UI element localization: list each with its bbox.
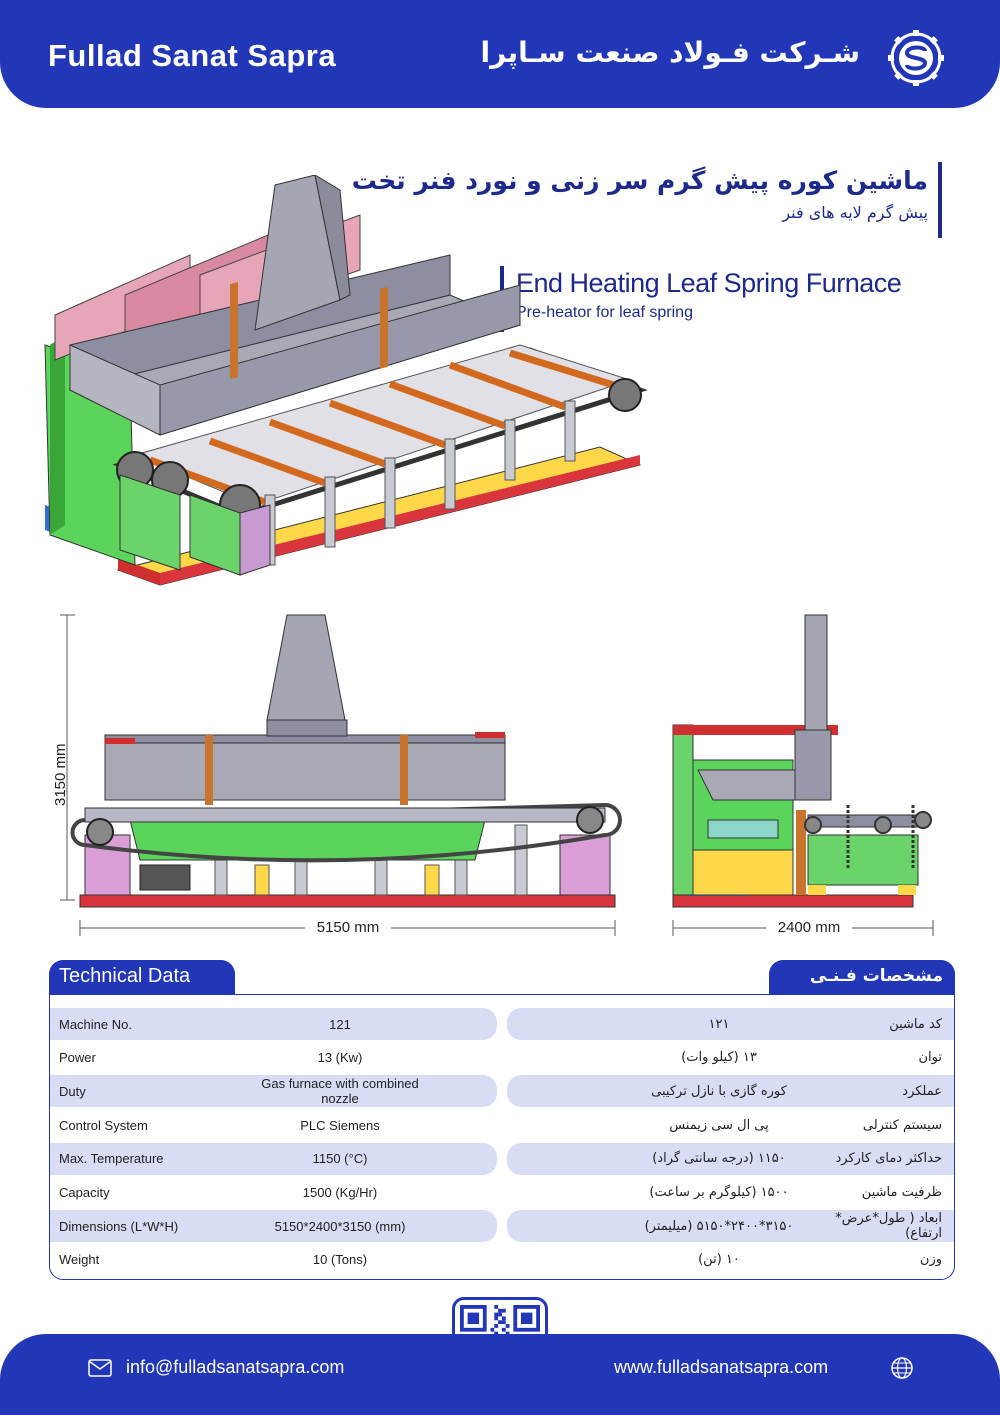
spec-label-fa: ابعاد ( طول*عرض* ارتفاع)	[835, 1211, 942, 1242]
spec-value-en: Gas furnace with combined nozzle	[261, 1076, 419, 1107]
spec-row-en: Duty Gas furnace with combined nozzle	[50, 1075, 497, 1108]
spec-row-fa: حداکثر دمای کارکرد ۱۱۵۰ (درجه سانتی گراد)	[507, 1142, 954, 1175]
side-view-drawing	[672, 614, 934, 936]
footer-email-link[interactable]: info@fulladsanatsapra.com	[126, 1357, 345, 1377]
spec-label-en: Dimensions (L*W*H)	[59, 1218, 179, 1234]
spec-row-fa: عملکرد کوره گازی با نازل ترکیبی	[507, 1075, 954, 1108]
spec-label-fa: توان	[918, 1050, 943, 1066]
title-block-fa: ماشین کوره پیش گرم سر زنی و نورد فنر تخت…	[342, 162, 942, 238]
spec-label-en: Machine No.	[59, 1016, 132, 1032]
width-dimension-label: 2400 mm	[766, 919, 852, 936]
spec-row-en: Weight 10 (Tons)	[50, 1244, 497, 1276]
gear-s-logo-icon	[888, 30, 944, 86]
spec-row-fa: ظرفیت ماشین ۱۵۰۰ (کیلوگرم بر ساعت)	[507, 1177, 954, 1209]
spec-row-fa: توان ۱۳ (کیلو وات)	[507, 1042, 954, 1074]
mail-icon	[88, 1359, 112, 1377]
spec-value-en: 1500 (Kg/Hr)	[302, 1185, 378, 1200]
spec-row-fa: ابعاد ( طول*عرض* ارتفاع) ۳۱۵۰*۲۴۰۰*۵۱۵۰ (…	[507, 1210, 954, 1243]
spec-value-en: 13 (Kw)	[317, 1050, 363, 1066]
spec-value-en: 10 (Tons)	[312, 1252, 368, 1268]
svg-text:3150 mm: 3150 mm	[52, 743, 69, 806]
spec-row-en: Power 13 (Kw)	[50, 1042, 497, 1074]
page-subtitle-en: Pre-heator for leaf spring	[516, 304, 693, 321]
title-block-en: End Heating Leaf Spring Furnace Pre-heat…	[500, 266, 950, 332]
spec-value-en: 5150*2400*3150 (mm)	[274, 1218, 406, 1234]
spec-value-en: PLC Siemens	[300, 1117, 380, 1133]
header-banner	[0, 0, 1000, 108]
spec-value-en: 1150 (°C)	[312, 1151, 368, 1167]
spec-label-en: Control System	[59, 1117, 148, 1133]
specs-table	[49, 994, 955, 1280]
spec-row-fa: سیستم کنترلی پی ال سی زیمنس	[507, 1109, 954, 1141]
spec-label-fa: عملکرد	[902, 1083, 942, 1099]
spec-value-fa: ۱۵۰۰ (کیلوگرم بر ساعت)	[649, 1185, 789, 1200]
isometric-machine-drawing	[44, 175, 648, 586]
spec-label-en: Capacity	[59, 1185, 110, 1200]
spec-label-fa: حداکثر دمای کارکرد	[835, 1151, 943, 1167]
spec-value-fa: ۱۳ (کیلو وات)	[681, 1050, 757, 1066]
footer-website-link[interactable]: www.fulladsanatsapra.com	[614, 1357, 829, 1377]
spec-label-fa: سیستم کنترلی	[862, 1117, 942, 1133]
brand-name-en: Fullad Sanat Sapra	[48, 38, 337, 73]
page-title-en: End Heating Leaf Spring Furnace	[516, 268, 902, 298]
globe-icon	[891, 1357, 913, 1379]
height-dimension-label: 3150 mm	[52, 743, 69, 806]
spec-label-en: Max. Temperature	[59, 1151, 164, 1167]
spec-row-fa: کد ماشین ۱۲۱	[507, 1008, 954, 1040]
length-dimension-label: 5150 mm	[305, 919, 391, 936]
spec-value-fa: ۱۲۱	[708, 1016, 730, 1032]
spec-value-en: 121	[329, 1016, 351, 1032]
page-title-fa: ماشین کوره پیش گرم سر زنی و نورد فنر تخت	[351, 166, 928, 195]
spec-label-fa: وزن	[919, 1252, 942, 1268]
spec-value-fa: ۱۰ (تن)	[698, 1252, 740, 1268]
spec-value-fa: پی ال سی زیمنس	[669, 1117, 769, 1133]
spec-row-en: Max. Temperature 1150 (°C)	[50, 1142, 497, 1175]
spec-value-fa: ۳۱۵۰*۲۴۰۰*۵۱۵۰ (میلیمتر)	[644, 1218, 794, 1234]
spec-row-en: Machine No. 121	[50, 1008, 497, 1040]
spec-row-en: Capacity 1500 (Kg/Hr)	[50, 1177, 497, 1209]
spec-row-en: Dimensions (L*W*H) 5150*2400*3150 (mm)	[50, 1210, 497, 1243]
spec-row-fa: وزن ۱۰ (تن)	[507, 1244, 954, 1276]
technical-data-tab-fa: مشخصات فـنـی	[769, 960, 955, 995]
spec-label-en: Weight	[59, 1252, 100, 1268]
technical-data-tab-en: Technical Data	[49, 960, 235, 995]
spec-label-fa: کد ماشین	[889, 1016, 942, 1032]
spec-value-fa: ۱۱۵۰ (درجه سانتی گراد)	[652, 1151, 786, 1167]
footer-banner	[0, 1334, 1000, 1415]
spec-label-en: Power	[59, 1050, 96, 1066]
page-subtitle-fa: پیش گرم لایه های فنر	[782, 203, 928, 222]
spec-label-en: Duty	[59, 1083, 86, 1099]
spec-row-en: Control System PLC Siemens	[50, 1109, 497, 1141]
spec-value-fa: کوره گازی با نازل ترکیبی	[651, 1083, 787, 1099]
spec-label-fa: ظرفیت ماشین	[861, 1185, 942, 1200]
brand-name-fa: شـرکت فـولاد صنعت سـاپرا	[480, 36, 860, 69]
front-view-drawing	[60, 614, 622, 936]
